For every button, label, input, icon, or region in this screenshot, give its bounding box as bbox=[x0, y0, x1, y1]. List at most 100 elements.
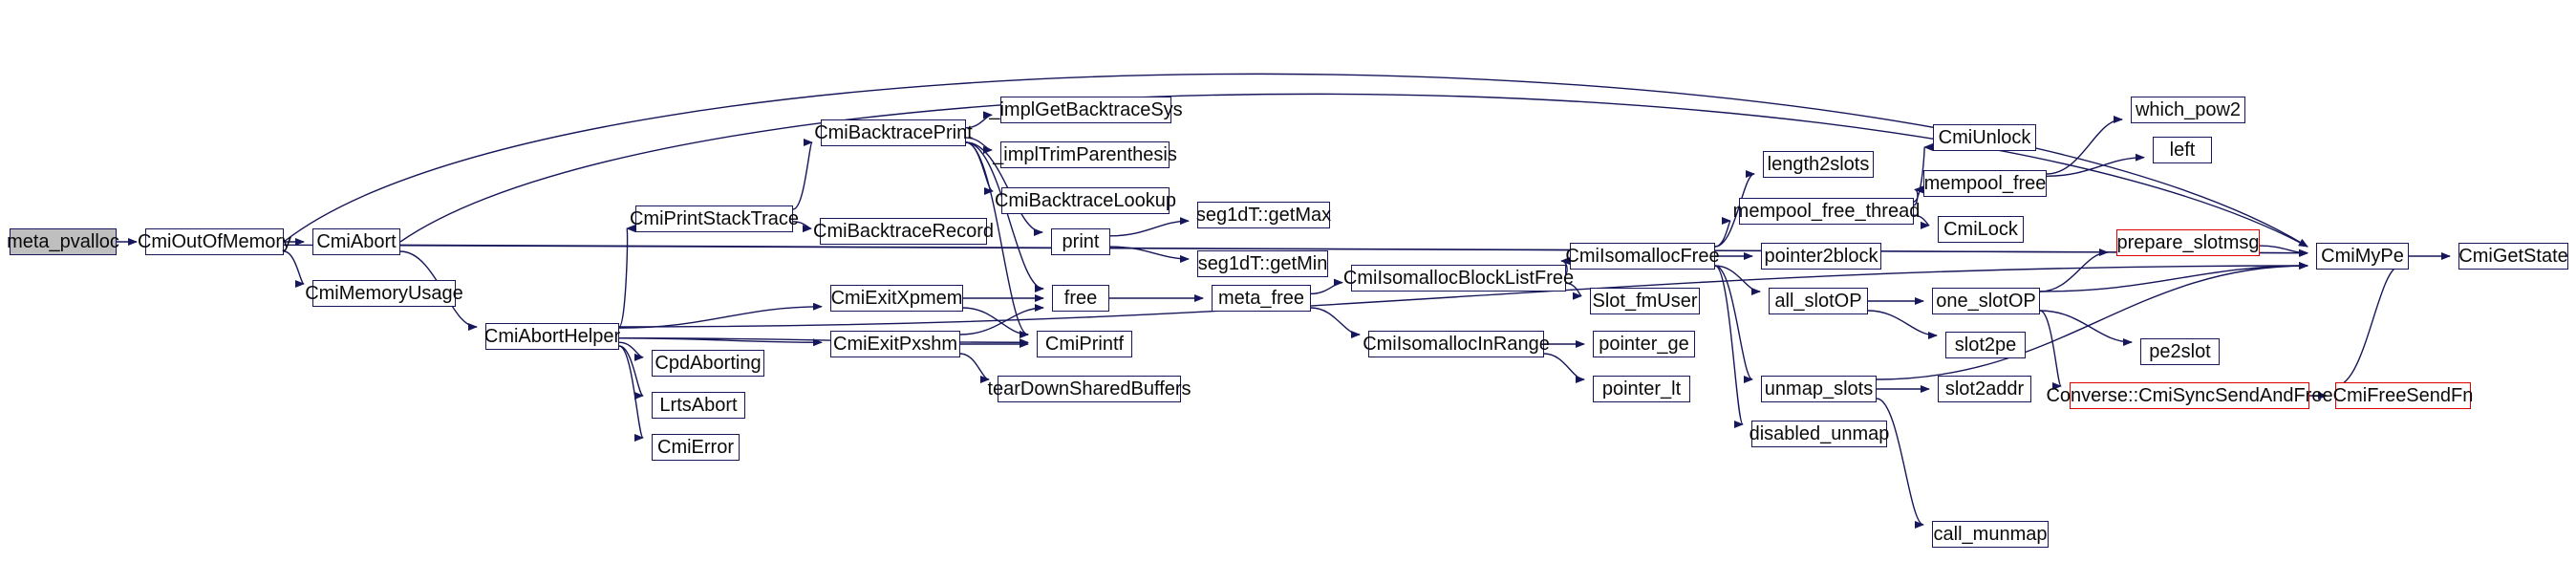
graph-node-label: disabled_unmap bbox=[1749, 423, 1890, 444]
graph-node-call_munmap[interactable]: call_munmap bbox=[1932, 521, 2049, 548]
edge-CmiFreeSendFn-to-CmiMyPe bbox=[2334, 262, 2401, 387]
graph-node-length2slots[interactable]: length2slots bbox=[1763, 151, 1874, 178]
graph-node-Converse_CmiSyncSendAndFree[interactable]: Converse::CmiSyncSendAndFree bbox=[2046, 382, 2333, 409]
graph-node-CmiBacktraceLookup[interactable]: CmiBacktraceLookup bbox=[995, 187, 1176, 214]
graph-node-CpdAborting[interactable]: CpdAborting bbox=[652, 350, 764, 377]
graph-node-label: CmiAbort bbox=[316, 231, 397, 252]
graph-node-CmiAbort[interactable]: CmiAbort bbox=[312, 228, 400, 255]
graph-node-label: meta_pvalloc bbox=[7, 231, 119, 252]
graph-node-label: Slot_fmUser bbox=[1592, 291, 1698, 312]
graph-node-label: CmiGetState bbox=[2458, 246, 2568, 267]
graph-node-label: CmiPrintf bbox=[1044, 334, 1125, 355]
graph-node-CmiOutOfMemory[interactable]: CmiOutOfMemory bbox=[138, 228, 291, 255]
graph-node-label: slot2pe bbox=[1954, 335, 2017, 356]
graph-node-free[interactable]: free bbox=[1052, 285, 1109, 312]
graph-node-mempool_free_thread[interactable]: mempool_free_thread bbox=[1733, 198, 1920, 225]
graph-node-print[interactable]: print bbox=[1051, 228, 1110, 255]
graph-node-unmap_slots[interactable]: unmap_slots bbox=[1761, 376, 1877, 402]
graph-node-meta_pvalloc[interactable]: meta_pvalloc bbox=[7, 228, 119, 255]
graph-node-CmiPrintStackTrace[interactable]: CmiPrintStackTrace bbox=[630, 205, 799, 232]
graph-node-CmiPrintf[interactable]: CmiPrintf bbox=[1037, 331, 1132, 357]
graph-node-CmiIsomallocBlockListFree[interactable]: CmiIsomallocBlockListFree bbox=[1343, 265, 1574, 292]
graph-node-label: unmap_slots bbox=[1764, 378, 1874, 400]
graph-node-label: call_munmap bbox=[1933, 524, 2048, 545]
graph-node-CmiMyPe[interactable]: CmiMyPe bbox=[2316, 243, 2409, 270]
graph-node-slot2pe[interactable]: slot2pe bbox=[1945, 332, 2026, 358]
graph-node-CmiIsomallocFree[interactable]: CmiIsomallocFree bbox=[1565, 243, 1720, 270]
graph-node-left[interactable]: left bbox=[2153, 137, 2212, 163]
graph-node-slot2addr[interactable]: slot2addr bbox=[1938, 376, 2031, 402]
edge-mempool_free-to-which_pow2 bbox=[2046, 116, 2123, 175]
graph-node-CmiError[interactable]: CmiError bbox=[652, 434, 740, 461]
graph-node-label: CmiBacktraceLookup bbox=[994, 190, 1177, 211]
edge-one_slotOP-to-Converse_CmiSyncSendAndFree bbox=[2039, 310, 2062, 390]
graph-node-label: all_slotOP bbox=[1774, 291, 1862, 312]
graph-node-label: CmiLock bbox=[1943, 219, 2018, 240]
graph-node-label: CmiFreeSendFn bbox=[2332, 385, 2474, 406]
graph-node-label: mempool_free_thread bbox=[1732, 201, 1921, 222]
graph-node-CmiUnlock[interactable]: CmiUnlock bbox=[1933, 124, 2036, 151]
graph-node-all_slotOP[interactable]: all_slotOP bbox=[1769, 288, 1868, 314]
graph-node-pointer2block[interactable]: pointer2block bbox=[1761, 243, 1881, 270]
graph-node-CmiGetState[interactable]: CmiGetState bbox=[2458, 243, 2568, 270]
graph-node-label: CmiMyPe bbox=[2321, 246, 2404, 267]
graph-node-label: length2slots bbox=[1767, 154, 1870, 175]
graph-node-label: slot2addr bbox=[1944, 378, 2025, 400]
graph-node-label: CmiBacktraceRecord bbox=[813, 221, 994, 242]
graph-node-CmiLock[interactable]: CmiLock bbox=[1938, 216, 2024, 243]
graph-node-prepare_slotmsg[interactable]: prepare_slotmsg bbox=[2116, 229, 2260, 256]
edge-CmiIsomallocFree-to-all_slotOP bbox=[1714, 265, 1761, 295]
graph-node-CmiFreeSendFn[interactable]: CmiFreeSendFn bbox=[2333, 382, 2473, 409]
edge-CmiAbort-to-CmiMyPe bbox=[399, 244, 2308, 257]
graph-node-pointer_lt[interactable]: pointer_lt bbox=[1593, 376, 1690, 402]
graph-node-label: seg1dT::getMin bbox=[1197, 253, 1328, 274]
graph-node-label: prepare_slotmsg bbox=[2116, 232, 2260, 253]
graph-node-label: meta_free bbox=[1217, 288, 1305, 309]
graph-node-pe2slot[interactable]: pe2slot bbox=[2140, 338, 2220, 365]
graph-node-CmiExitPxshm[interactable]: CmiExitPxshm bbox=[830, 331, 960, 357]
graph-node-CmiIsomallocInRange[interactable]: CmiIsomallocInRange bbox=[1363, 331, 1550, 357]
graph-node-Slot_fmUser[interactable]: Slot_fmUser bbox=[1590, 288, 1700, 314]
edge-meta_free-to-CmiIsomallocInRange bbox=[1310, 307, 1361, 338]
graph-node-label: CmiIsomallocBlockListFree bbox=[1342, 268, 1575, 289]
graph-node-CmiBacktraceRecord[interactable]: CmiBacktraceRecord bbox=[813, 218, 994, 245]
graph-node-_implTrimParenthesis[interactable]: _implTrimParenthesis bbox=[993, 141, 1177, 168]
edge-one_slotOP-to-prepare_slotmsg bbox=[2039, 249, 2109, 292]
edge-CmiOutOfMemory-to-CmiMemoryUsage bbox=[283, 250, 305, 288]
edge-CmiAbortHelper-to-CmiExitPxshm bbox=[618, 337, 823, 347]
graph-node-LrtsAbort[interactable]: LrtsAbort bbox=[652, 392, 745, 419]
graph-node-meta_free[interactable]: meta_free bbox=[1212, 285, 1311, 312]
graph-node-label: CmiBacktracePrint bbox=[814, 122, 973, 143]
graph-node-label: CmiPrintStackTrace bbox=[629, 208, 800, 229]
graph-node-_implGetBacktraceSys[interactable]: _implGetBacktraceSys bbox=[989, 97, 1183, 123]
graph-node-CmiMemoryUsage[interactable]: CmiMemoryUsage bbox=[305, 280, 463, 307]
graph-node-label: pointer2block bbox=[1764, 246, 1878, 267]
edge-CmiAbortHelper-to-CmiExitXpmem bbox=[618, 302, 823, 329]
graph-node-pointer_ge[interactable]: pointer_ge bbox=[1593, 331, 1695, 357]
graph-node-label: CmiExitPxshm bbox=[833, 334, 958, 355]
graph-node-CmiExitXpmem[interactable]: CmiExitXpmem bbox=[830, 285, 963, 312]
edge-CmiAbortHelper-to-CmiError bbox=[618, 345, 644, 442]
edge-unmap_slots-to-call_munmap bbox=[1876, 398, 1924, 529]
edge-CmiExitPxshm-to-tearDownSharedBuffers bbox=[959, 353, 990, 383]
graph-node-CmiBacktracePrint[interactable]: CmiBacktracePrint bbox=[814, 119, 973, 146]
edge-print-to-seg1dT_getMax bbox=[1109, 217, 1190, 237]
graph-node-mempool_free[interactable]: mempool_free bbox=[1923, 170, 2047, 197]
edge-CmiAbortHelper-to-CmiPrintStackTrace bbox=[618, 225, 636, 328]
graph-node-one_slotOP[interactable]: one_slotOP bbox=[1932, 288, 2040, 314]
graph-node-label: CpdAborting bbox=[655, 353, 762, 374]
edge-all_slotOP-to-slot2pe bbox=[1867, 310, 1938, 339]
graph-node-tearDownSharedBuffers[interactable]: tearDownSharedBuffers bbox=[987, 376, 1191, 402]
graph-node-seg1dT_getMin[interactable]: seg1dT::getMin bbox=[1197, 250, 1328, 277]
edge-CmiIsomallocFree-to-mempool_free_thread bbox=[1714, 217, 1731, 248]
graph-node-disabled_unmap[interactable]: disabled_unmap bbox=[1750, 421, 1889, 447]
graph-node-seg1dT_getMax[interactable]: seg1dT::getMax bbox=[1196, 202, 1331, 228]
graph-node-CmiAbortHelper[interactable]: CmiAbortHelper bbox=[484, 323, 620, 350]
edge-CmiIsomallocFree-to-unmap_slots bbox=[1714, 265, 1753, 383]
edge-CmiIsomallocInRange-to-pointer_lt bbox=[1543, 353, 1585, 383]
graph-node-which_pow2[interactable]: which_pow2 bbox=[2131, 97, 2245, 123]
edge-one_slotOP-to-CmiMyPe bbox=[2039, 262, 2308, 292]
graph-node-label: print bbox=[1062, 231, 1100, 252]
edge-prepare_slotmsg-to-CmiMyPe bbox=[2259, 245, 2308, 257]
